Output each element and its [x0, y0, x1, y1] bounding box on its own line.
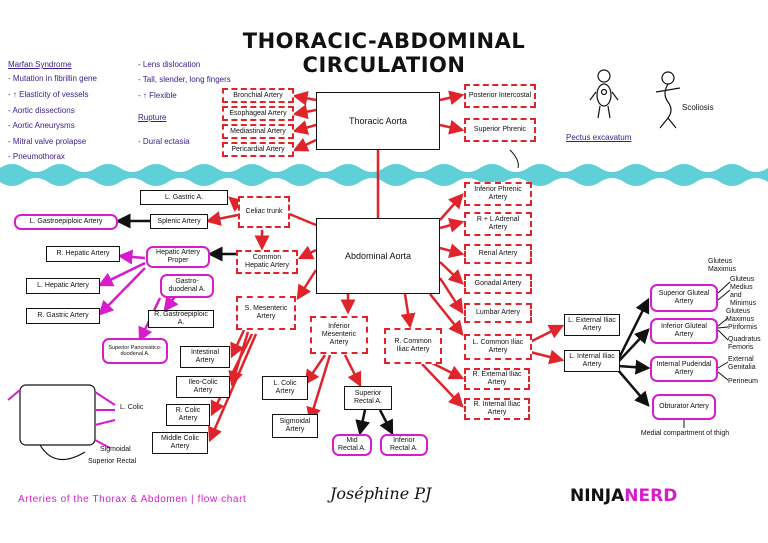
r-hepatic-artery: R. Hepatic Artery — [46, 246, 120, 262]
brand-ninja: NINJA — [570, 486, 625, 506]
superior-phrenic: Superior Phrenic — [464, 118, 536, 142]
common-hepatic-artery: Common Hepatic Artery — [236, 250, 298, 274]
piriformis-label: Piriformis — [728, 324, 758, 331]
r-internal-iliac-artery: R. Internal Iliac Artery — [464, 398, 530, 420]
marfan-item: - Dural ectasia — [138, 137, 190, 146]
mediastinal-artery: Mediastinal Artery — [222, 124, 294, 139]
lumbar-artery: Lumbar Artery — [464, 303, 532, 323]
hepatic-artery-proper: Hepatic Artery Proper — [146, 246, 210, 268]
quadratus-femoris-label: Quadratus Femoris — [728, 336, 761, 351]
marfan-item: - ↑ Elasticity of vessels — [8, 90, 89, 99]
gluteus-medius-label: Gluteus Medius and Minimus — [730, 276, 757, 307]
posterior-intercostal: Posterior Intercostal — [464, 84, 536, 108]
superior-pancreaticoduodenal-artery: Superior Pancreatico-duodenal A. — [102, 338, 168, 364]
marfan-item: - Mutation in fibrillin gene — [8, 74, 97, 83]
brand-logo: NINJANERD — [570, 488, 677, 505]
signature: Joséphine PJ — [330, 484, 432, 503]
splenic-artery: Splenic Artery — [150, 214, 208, 229]
l-hepatic-artery: L. Hepatic Artery — [26, 278, 100, 294]
thoracic-aorta: Thoracic Aorta — [316, 92, 440, 150]
gluteus-maximus-label: Gluteus Maximus — [708, 258, 737, 273]
renal-artery: Renal Artery — [464, 244, 532, 264]
marfan-item: - Mitral valve prolapse — [8, 137, 87, 146]
superior-gluteal-artery: Superior Gluteal Artery — [650, 284, 718, 312]
superior-mesenteric-artery: S. Mesenteric Artery — [236, 296, 296, 330]
l-external-iliac-artery: L. External Iliac Artery — [564, 314, 620, 336]
title-line-2: CIRCULATION — [302, 53, 466, 77]
figure-group — [589, 69, 681, 129]
marfan-item: - Tall, slender, long fingers — [138, 75, 231, 84]
pectus-label: Pectus excavatum — [566, 133, 632, 142]
l-colic-artery: L. Colic Artery — [262, 376, 308, 400]
title-line-1: THORACIC-ABDOMINAL — [242, 29, 526, 53]
abdominal-aorta: Abdominal Aorta — [316, 218, 440, 294]
external-genitalia-label: External Genitalia — [728, 356, 756, 371]
celiac-trunk: Celiac trunk — [238, 196, 290, 228]
diaphragm-wave — [0, 164, 768, 186]
inferior-phrenic-artery: Inferior Phrenic Artery — [464, 182, 532, 206]
mid-rectal-artery: Mid Rectal A. — [332, 434, 372, 456]
r-colic-artery: R. Colic Artery — [166, 404, 210, 426]
marfan-item: - Aortic dissections — [8, 106, 75, 115]
gluteus-maximus-label-2: Gluteus Maximus — [726, 308, 755, 323]
inferior-gluteal-artery: Inferior Gluteal Artery — [650, 318, 718, 344]
marfan-item: - Lens dislocation — [138, 60, 201, 69]
pericardial-artery: Pericardial Artery — [222, 142, 294, 157]
gastroduodenal-artery: Gastro-duodenal A. — [160, 274, 214, 298]
footer-caption: Arteries of the Thorax & Abdomen | flow … — [18, 494, 247, 505]
colon-l-colic-label: L. Colic — [120, 404, 144, 411]
colon-drawing — [7, 384, 116, 461]
sigmoidal-artery: Sigmoidal Artery — [272, 414, 318, 438]
internal-pudendal-artery: Internal Pudendal Artery — [650, 356, 718, 382]
r-common-iliac-artery: R. Common Iliac Artery — [384, 328, 442, 364]
obturator-artery: Obturator Artery — [652, 394, 716, 420]
esophageal-artery: Esophageal Artery — [222, 106, 294, 121]
r-external-iliac-artery: R. External Iliac Artery — [464, 368, 530, 390]
scoliosis-label: Scoliosis — [682, 103, 714, 112]
ileocolic-artery: Ileo-Colic Artery — [176, 376, 230, 398]
l-gastric-artery: L. Gastric A. — [140, 190, 228, 205]
marfan-item: - Aortic Aneurysms — [8, 121, 75, 130]
r-gastroepiploic-artery: R. Gastroepiploic A. — [148, 310, 214, 328]
l-common-iliac-artery: L. Common Iliac Artery — [464, 334, 532, 360]
l-gastroepiploic-artery: L. Gastroepiploic Artery — [14, 214, 118, 230]
intestinal-artery: Intestinal Artery — [180, 346, 230, 368]
superior-rectal-artery: Superior Rectal A. — [344, 386, 392, 410]
bronchial-artery: Bronchial Artery — [222, 88, 294, 103]
inferior-mesenteric-artery: Inferior Mesenteric Artery — [310, 316, 368, 354]
marfan-heading: Marfan Syndrome — [8, 60, 72, 69]
marfan-rupture: Rupture — [138, 113, 167, 122]
marfan-item: - ↑ Flexible — [138, 91, 177, 100]
marfan-item: - Pneumothorax — [8, 152, 65, 161]
inferior-rectal-artery: Inferior Rectal A. — [380, 434, 428, 456]
l-internal-iliac-artery: L. Internal Iliac Artery — [564, 350, 620, 372]
gonadal-artery: Gonadal Artery — [464, 274, 532, 294]
colon-superior-rectal-label: Superior Rectal — [88, 458, 137, 465]
medial-thigh-label: Medial compartment of thigh — [640, 430, 730, 437]
brand-nerd: NERD — [624, 486, 678, 506]
perineum-label: Perineum — [728, 378, 758, 385]
adrenal-artery: R + L Adrenal Artery — [464, 212, 532, 236]
r-gastric-artery: R. Gastric Artery — [26, 308, 100, 324]
middle-colic-artery: Middle Colic Artery — [152, 432, 208, 454]
colon-sigmoidal-label: Sigmoidal — [100, 446, 131, 453]
